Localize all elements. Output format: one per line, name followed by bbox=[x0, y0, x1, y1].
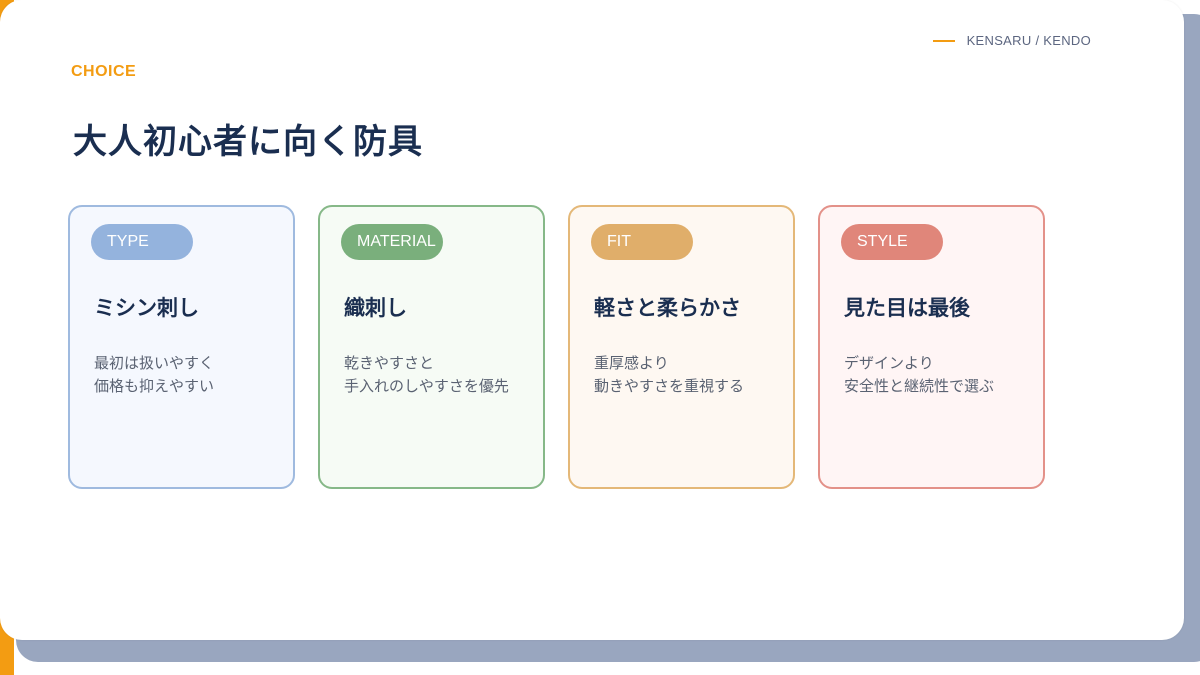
card-description-line: 価格も抑えやすい bbox=[94, 377, 215, 395]
card-title: 軽さと柔らかさ bbox=[594, 296, 741, 320]
brand-dash-icon bbox=[932, 39, 955, 42]
card-title: ミシン刺し bbox=[94, 296, 199, 320]
card-material: MATERIAL 織刺し 乾きやすさと 手入れのしやすさを優先 bbox=[318, 205, 545, 489]
card-description-line: 安全性と継続性で選ぶ bbox=[844, 377, 995, 395]
card-description-line: デザインより bbox=[844, 354, 934, 372]
card-description-line: 乾きやすさと bbox=[344, 354, 435, 372]
card-tag: TYPE bbox=[91, 224, 193, 260]
page-title: 大人初心者に向く防具 bbox=[73, 122, 423, 162]
card-tag: STYLE bbox=[841, 224, 943, 260]
card-type: TYPE ミシン刺し 最初は扱いやすく 価格も抑えやすい bbox=[68, 205, 295, 489]
card-description: 最初は扱いやすく 価格も抑えやすい bbox=[94, 352, 214, 398]
card-title: 織刺し bbox=[344, 296, 407, 320]
card-description: 乾きやすさと 手入れのしやすさを優先 bbox=[344, 352, 509, 398]
card-description: 重厚感より 動きやすさを重視する bbox=[594, 352, 744, 398]
slide: KENSARU / KENDO CHOICE 大人初心者に向く防具 TYPE ミ… bbox=[68, 33, 1091, 489]
card-fit: FIT 軽さと柔らかさ 重厚感より 動きやすさを重視する bbox=[568, 205, 795, 489]
eyebrow-label: CHOICE bbox=[71, 63, 137, 80]
card-description-line: 重厚感より bbox=[594, 354, 669, 372]
card-title: 見た目は最後 bbox=[844, 296, 970, 320]
card-tag: FIT bbox=[591, 224, 693, 260]
brand-text: KENSARU / KENDO bbox=[966, 33, 1091, 48]
card-style: STYLE 見た目は最後 デザインより 安全性と継続性で選ぶ bbox=[818, 205, 1045, 489]
card-tag: MATERIAL bbox=[341, 224, 443, 260]
card-description-line: 最初は扱いやすく bbox=[94, 354, 215, 372]
brand: KENSARU / KENDO bbox=[932, 33, 1091, 48]
card-description-line: 手入れのしやすさを優先 bbox=[344, 377, 509, 395]
card-description: デザインより 安全性と継続性で選ぶ bbox=[844, 352, 994, 398]
card-description-line: 動きやすさを重視する bbox=[594, 377, 745, 395]
